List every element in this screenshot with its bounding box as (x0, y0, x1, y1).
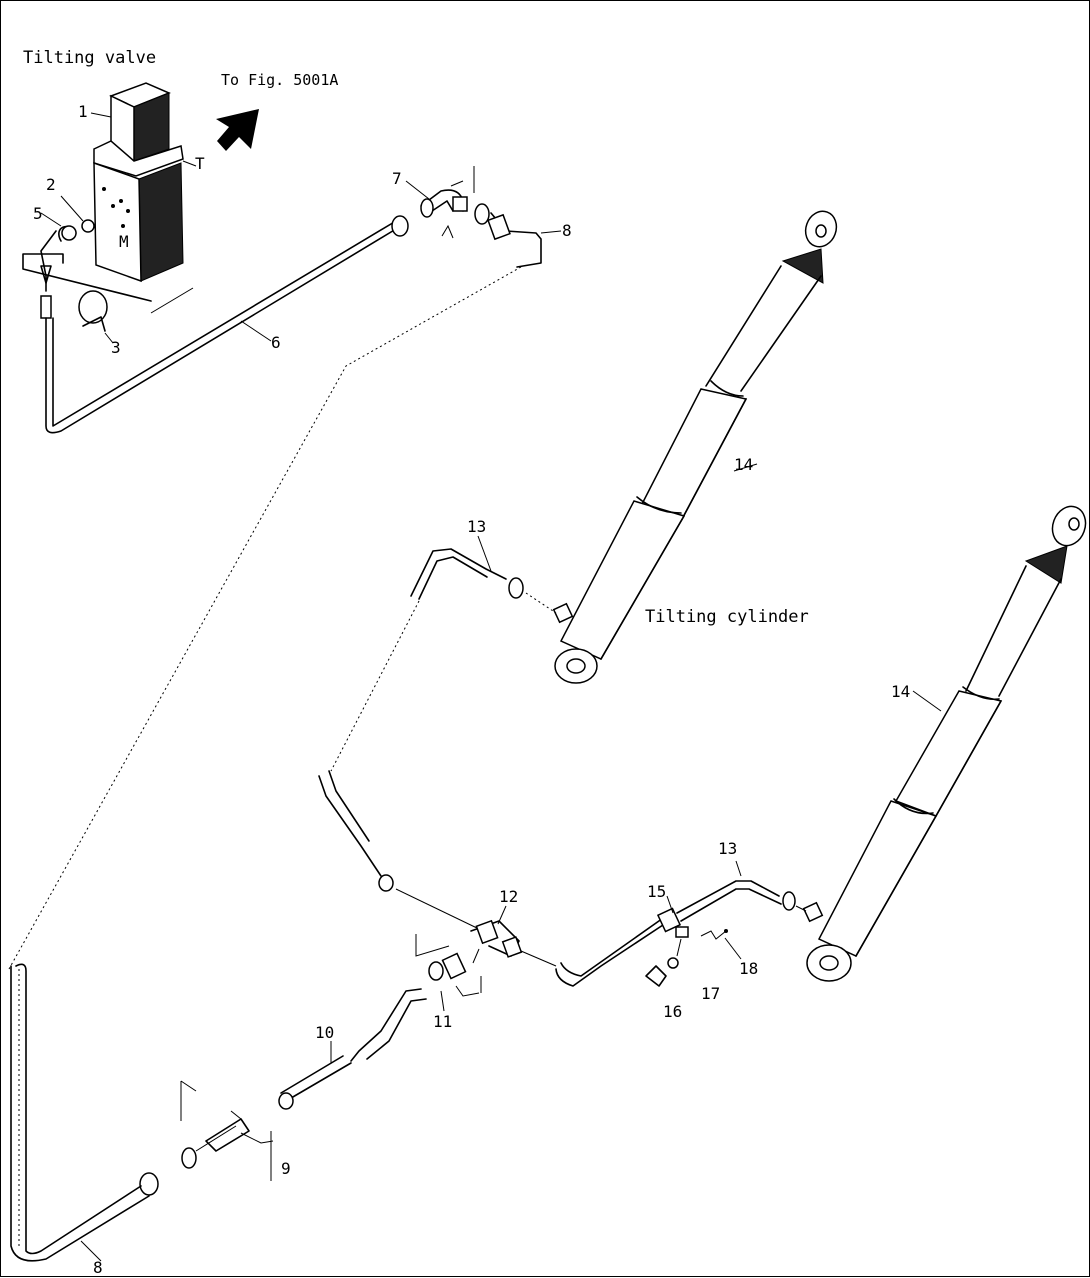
callout-1: 1 (78, 102, 88, 121)
tilting-valve-label: Tilting valve (23, 48, 157, 68)
callout-11: 11 (433, 1012, 453, 1031)
callout-13-upper: 13 (467, 517, 487, 536)
callout-8-lower: 8 (93, 1258, 103, 1277)
callout-9: 9 (281, 1159, 291, 1178)
callout-18: 18 (739, 959, 759, 978)
callout-2: 2 (46, 175, 56, 194)
callout-14-lower: 14 (891, 682, 911, 701)
tilting-cylinder-label: Tilting cylinder (645, 607, 809, 627)
callout-10: 10 (315, 1023, 335, 1042)
callout-12: 12 (499, 887, 519, 906)
to-fig-label: To Fig. 5001A (221, 71, 339, 89)
callout-15: 15 (647, 882, 667, 901)
callout-14-upper: 14 (734, 455, 754, 474)
callout-17: 17 (701, 984, 721, 1003)
callout-6: 6 (271, 333, 281, 352)
tilting-valve (93, 82, 184, 283)
callout-13-lower: 13 (718, 839, 738, 858)
port-t-label: T (195, 154, 205, 173)
callout-5: 5 (33, 204, 43, 223)
tilting-cylinder-lower (802, 505, 1087, 982)
port-m-label: M (119, 232, 129, 251)
callout-7: 7 (392, 169, 402, 188)
tilting-cylinder-upper (552, 210, 838, 684)
callout-16: 16 (663, 1002, 683, 1021)
callout-3: 3 (111, 338, 121, 357)
callout-8-upper: 8 (562, 221, 572, 240)
arrow-icon (216, 109, 259, 151)
